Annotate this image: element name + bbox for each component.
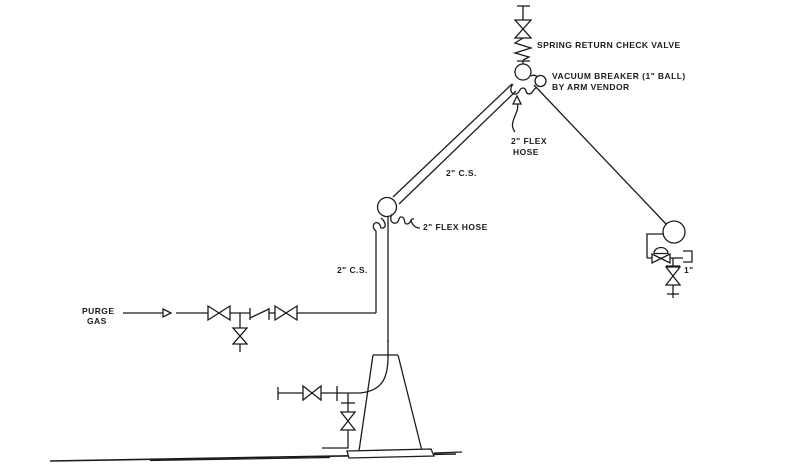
- gate-valve-2-left-triangle: [274, 304, 288, 322]
- spring-return-check-valve-label: SPRING RETURN CHECK VALVE: [537, 40, 681, 50]
- vacuum-breaker-label-line2: BY ARM VENDOR: [552, 82, 630, 92]
- check-valve-clapper: [249, 308, 270, 319]
- one-inch-valve-top-triangle: [664, 266, 682, 278]
- vertical-cs-pipe: 2" C.S.: [337, 217, 389, 342]
- flex-hose-upper-leader-arrowhead: [511, 94, 523, 105]
- regulator-dome-actuator: [653, 246, 669, 255]
- spring-zigzag: [512, 37, 534, 61]
- check-valve-top-triangle: [513, 19, 533, 30]
- flow-arrow-head: [162, 307, 173, 319]
- cs-vertical-label: 2" C.S.: [337, 265, 368, 275]
- regulator-valve-left-triangle: [651, 252, 663, 265]
- middle-swivel-assembly: 2" FLEX HOSE: [372, 196, 488, 232]
- pedestal-right-side: [397, 354, 423, 452]
- drain-valve-bottom-triangle: [339, 419, 357, 431]
- gate-valve-2-right-triangle: [284, 304, 298, 322]
- regulator-valve-right-triangle: [659, 252, 671, 265]
- drain-gate-valve-left-triangle: [302, 384, 314, 402]
- purge-gas-label-line2: GAS: [87, 316, 107, 326]
- drain-valve-top-triangle: [339, 411, 357, 423]
- tee-valve-top-triangle: [231, 327, 249, 337]
- gate-valve-1-right-triangle: [217, 304, 231, 322]
- diagonal-cs-pipe: 2" C.S.: [392, 83, 517, 205]
- swivel-joint-right-circle: [662, 220, 686, 244]
- drain-gate-valve-right-triangle: [310, 384, 322, 402]
- diagonal-pipe-lower-line: [398, 90, 517, 205]
- pedestal-left-side: [358, 354, 374, 452]
- swivel-joint-upper-circle: [514, 63, 532, 81]
- flex-hose-upper-label-line2: HOSE: [513, 147, 539, 157]
- one-inch-label: 1": [684, 265, 694, 275]
- grade-line-right-stub: [433, 451, 463, 454]
- pedestal-base-plate: [346, 448, 435, 459]
- pedestal-base-assembly: [277, 340, 435, 459]
- flex-hose-upper-squiggle: [510, 83, 537, 95]
- drain-outlet-elbow: [322, 430, 349, 449]
- right-arm-diagonal-pipe: [533, 84, 667, 225]
- riser-curved-pipe: [278, 340, 389, 394]
- gate-valve-1-left-triangle: [207, 304, 221, 322]
- flex-hose-upper-leader: [511, 102, 519, 133]
- cs-diagonal-label: 2" C.S.: [446, 168, 477, 178]
- top-assembly: SPRING RETURN CHECK VALVE VACUUM BREAKER…: [510, 5, 686, 225]
- purge-gas-assembly: PURGE GAS: [82, 304, 376, 352]
- flex-hose-middle-squiggle: [390, 213, 415, 225]
- one-inch-valve-bottom-triangle: [664, 274, 682, 286]
- hose-connection-bracket: [683, 250, 693, 263]
- vacuum-breaker-label-line1: VACUUM BREAKER (1" BALL): [552, 71, 686, 81]
- flex-hose-middle-left-squiggle: [372, 217, 386, 232]
- check-valve-bottom-triangle: [513, 28, 533, 39]
- purge-gas-label-line1: PURGE: [82, 306, 114, 316]
- diagonal-pipe-upper-line: [392, 83, 513, 198]
- right-elbow-pipe: [646, 233, 664, 258]
- grade-line-overstroke: [149, 456, 331, 462]
- swivel-joint-middle-circle: [376, 196, 398, 218]
- flex-hose-middle-label: 2" FLEX HOSE: [423, 222, 488, 232]
- flex-hose-upper-label-line1: 2" FLEX: [511, 136, 547, 146]
- right-assembly: 1": [646, 220, 694, 298]
- tee-valve-bottom-triangle: [231, 335, 249, 345]
- vacuum-breaker-ball: [534, 74, 547, 88]
- flex-hose-middle-leader: [410, 219, 421, 229]
